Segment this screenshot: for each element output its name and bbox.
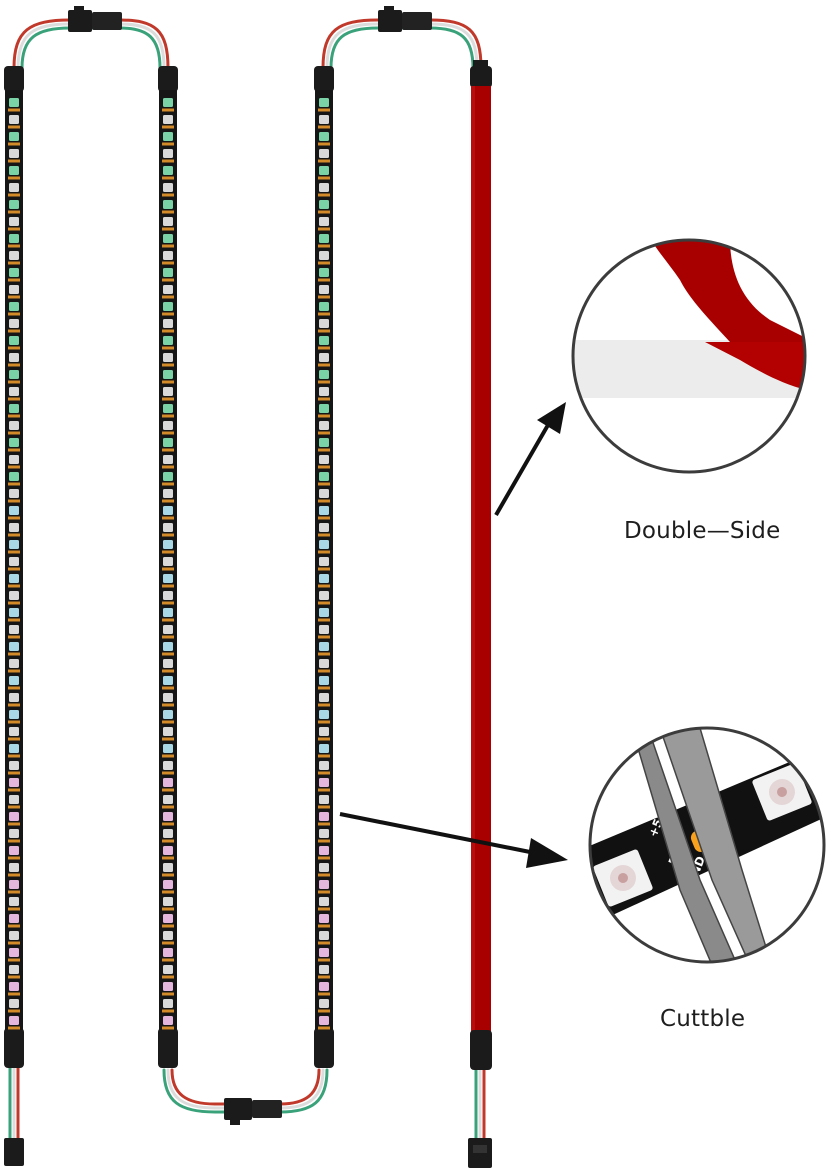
cuttable-label: Cuttble bbox=[660, 1006, 746, 1032]
arrow-to-tape-zoom bbox=[494, 402, 566, 517]
wire-tail-right bbox=[474, 1068, 486, 1140]
double-side-label: Double—Side bbox=[624, 518, 781, 544]
led-strips bbox=[4, 66, 334, 1068]
jst-connector-bottom bbox=[224, 1098, 282, 1125]
double-side-tape-zoom bbox=[571, 238, 807, 474]
adhesive-backed-strip bbox=[470, 60, 492, 1070]
arrow-to-cut-zoom bbox=[339, 812, 568, 868]
jst-connector-top-right bbox=[378, 6, 432, 32]
jst-connector-end-right bbox=[468, 1138, 492, 1168]
cuttable-zoom: +5V Din GND bbox=[588, 726, 826, 964]
wire-tail-left bbox=[8, 1068, 20, 1140]
led-strip-3 bbox=[314, 66, 334, 1068]
jst-connector-end-left bbox=[4, 1138, 24, 1166]
led-strip-1 bbox=[4, 66, 24, 1068]
jst-connector-top-left bbox=[68, 6, 122, 32]
led-strip-2 bbox=[158, 66, 178, 1068]
